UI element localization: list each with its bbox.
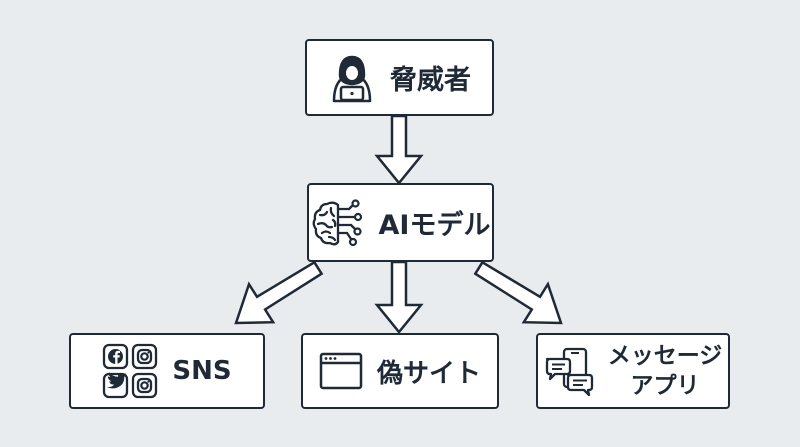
arrow-ai-to-messaging [473, 260, 563, 325]
messaging-app-label: メッセージ アプリ [608, 341, 723, 401]
browser-window-icon [319, 352, 363, 390]
ai-brain-icon [312, 198, 362, 246]
hacker-icon [332, 55, 372, 102]
node-sns: SNS [69, 333, 265, 409]
threat-actor-label: 脅威者 [390, 65, 471, 96]
arrow-threat-to-ai [374, 114, 424, 185]
sns-label: SNS [172, 356, 232, 386]
arrow-ai-to-fake-site [374, 260, 424, 334]
node-threat-actor: 脅威者 [305, 39, 494, 116]
arrow-ai-to-sns [234, 260, 324, 325]
node-messaging-app: メッセージ アプリ [536, 333, 730, 409]
fake-site-label: 偽サイト [376, 358, 481, 389]
node-fake-site: 偽サイト [301, 333, 499, 409]
messaging-app-label-line2: アプリ [630, 373, 700, 399]
chat-bubbles-icon [545, 347, 593, 396]
node-ai-model: AIモデル [307, 183, 494, 262]
ai-model-label: AIモデル [378, 210, 491, 241]
social-media-icon [103, 343, 158, 399]
messaging-app-label-line1: メッセージ [607, 343, 723, 369]
